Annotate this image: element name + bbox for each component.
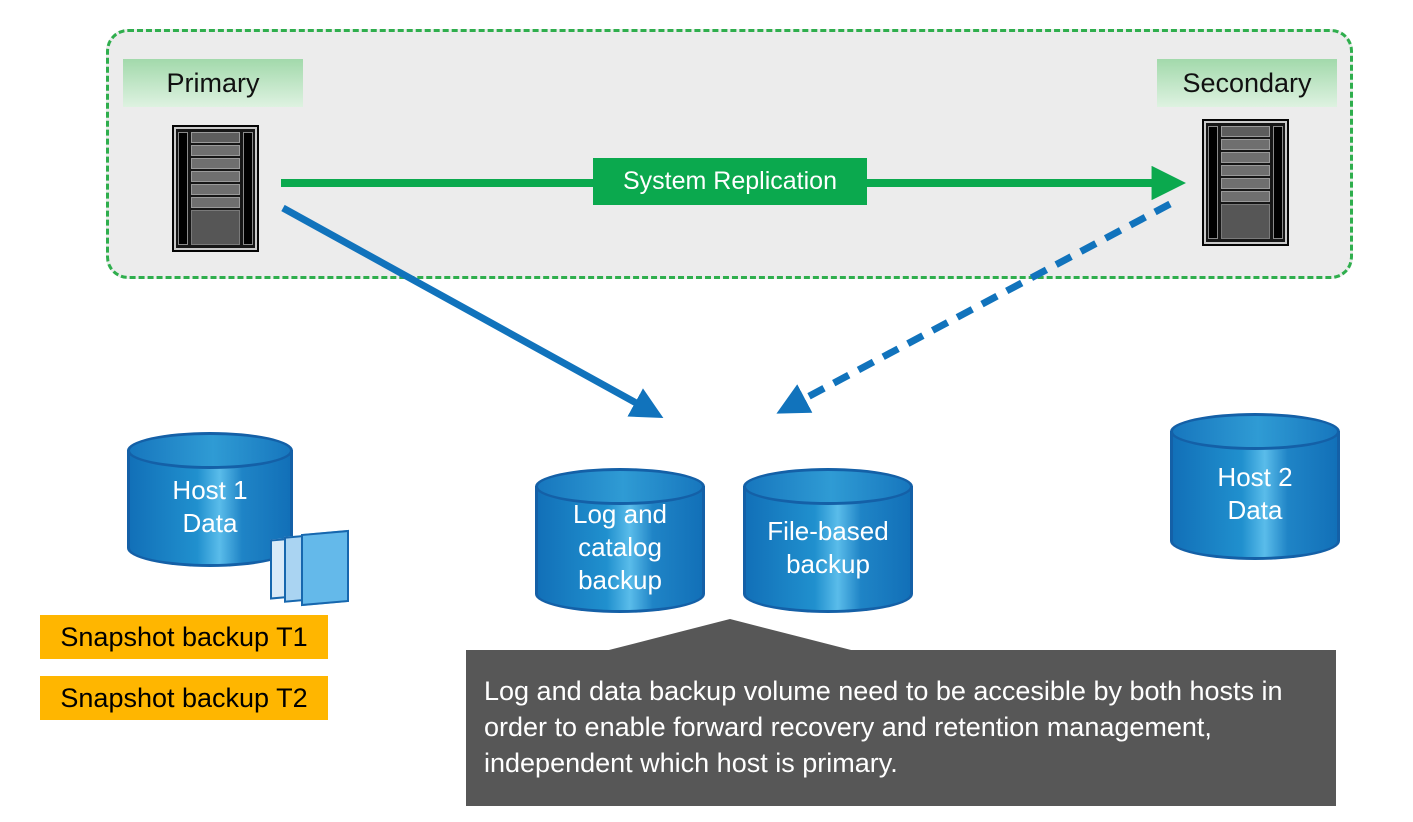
callout-text: Log and data backup volume need to be ac… [484, 676, 1283, 778]
host1-data-cylinder: Host 1 Data [127, 432, 293, 567]
server-slat [1221, 178, 1270, 189]
server-rail [1208, 126, 1218, 239]
cylinder-body [1170, 431, 1340, 560]
callout-box: Log and data backup volume need to be ac… [466, 650, 1336, 806]
secondary-recovery-dashed-arrow [776, 200, 1172, 414]
system-replication-text: System Replication [623, 167, 837, 195]
server-panel [1221, 204, 1270, 239]
snapshot-backup-t1-label: Snapshot backup T1 [40, 615, 328, 659]
snapshot-backup-t2-label: Snapshot backup T2 [40, 676, 328, 720]
server-slat [191, 145, 240, 156]
server-slat [1221, 191, 1270, 202]
server-slat [1221, 165, 1270, 176]
server-rail [178, 132, 188, 245]
server-slat [191, 158, 240, 169]
cylinder-top [743, 468, 913, 505]
replication-panel [106, 29, 1353, 279]
cylinder-body [743, 486, 913, 613]
log-catalog-line3: backup [578, 565, 662, 595]
host1-line1: Host 1 [172, 474, 248, 505]
server-slat [191, 197, 240, 208]
primary-badge: Primary [123, 59, 303, 107]
log-catalog-line1: Log and [573, 499, 667, 529]
cylinder-top [535, 468, 705, 505]
host2-data-label: Host 2 Data [1170, 427, 1340, 560]
server-slat [191, 132, 240, 143]
file-based-backup-cylinder: File-based backup [743, 468, 913, 613]
host1-data-label: Host 1 Data [127, 446, 293, 567]
host2-line1: Host 2 [1217, 461, 1293, 492]
primary-backup-arrow [281, 204, 664, 419]
file-based-line2: backup [786, 548, 870, 579]
secondary-badge-label: Secondary [1182, 67, 1312, 98]
log-catalog-line2: catalog [578, 532, 662, 562]
snapshot-page-icon [301, 529, 349, 607]
cylinder-top [127, 432, 293, 469]
server-panel [191, 210, 240, 245]
cylinder-body [127, 450, 293, 567]
server-slat [191, 184, 240, 195]
server-rail [1273, 126, 1283, 239]
callout-pointer [605, 619, 855, 651]
server-bays [1221, 126, 1270, 239]
cylinder-body [535, 486, 705, 613]
server-slat [1221, 126, 1270, 137]
primary-server-icon [172, 125, 259, 252]
secondary-badge: Secondary [1157, 59, 1337, 107]
file-based-backup-label: File-based backup [743, 482, 913, 613]
file-based-line1: File-based [767, 515, 889, 546]
cylinder-top [1170, 413, 1340, 450]
server-slat [1221, 139, 1270, 150]
snapshot-t1-text: Snapshot backup T1 [60, 621, 308, 652]
host1-line2: Data [182, 507, 238, 538]
server-bays [191, 132, 240, 245]
log-catalog-backup-cylinder: Log and catalog backup [535, 468, 705, 613]
host2-data-cylinder: Host 2 Data [1170, 413, 1340, 560]
system-replication-label: System Replication [593, 158, 867, 205]
server-slat [1221, 152, 1270, 163]
primary-badge-label: Primary [166, 67, 260, 98]
secondary-server-icon [1202, 119, 1289, 246]
host2-line2: Data [1227, 494, 1283, 525]
server-rail [243, 132, 253, 245]
log-catalog-backup-label: Log and catalog backup [535, 482, 705, 613]
server-slat [191, 171, 240, 182]
snapshot-pages-icon [268, 528, 358, 608]
snapshot-t2-text: Snapshot backup T2 [60, 682, 308, 713]
